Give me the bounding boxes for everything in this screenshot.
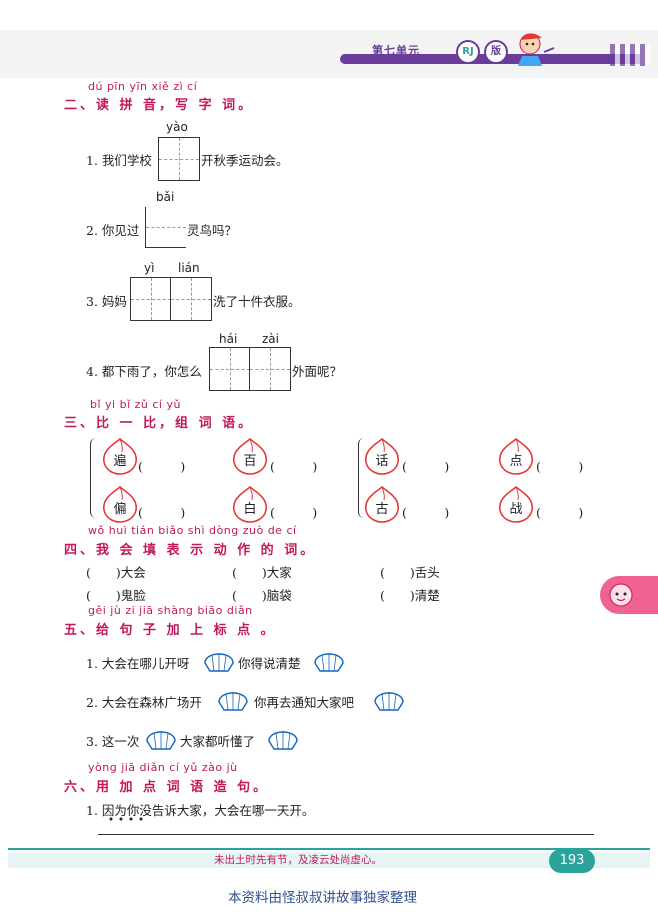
answer-box-4a[interactable]	[209, 347, 251, 391]
s5-line2a: 2. 大会在森林广场开	[86, 695, 202, 710]
s5-line1b: 你得说清楚	[238, 656, 301, 671]
verb-fill-item[interactable]: ( )舌头	[380, 565, 440, 580]
s2-item1-prefix: 1. 我们学校	[86, 153, 152, 168]
peach-char-label: 古	[375, 502, 389, 517]
answer-box-4b[interactable]	[249, 347, 291, 391]
section2-pinyin: dú pīn yīn xiě zì cí	[88, 80, 198, 93]
pinyin-zai: zài	[262, 332, 279, 346]
answer-paren[interactable]: ( )	[536, 505, 584, 520]
verb-fill-item[interactable]: ( )大家	[232, 565, 292, 580]
pinyin-lian: lián	[178, 261, 200, 275]
s5-line2b: 你再去通知大家吧	[254, 695, 355, 710]
peach-char: 百	[230, 436, 270, 476]
answer-paren[interactable]: ( )	[270, 505, 318, 520]
section5-pinyin: gěi jù zi jiā shàng biāo diǎn	[88, 604, 253, 617]
unit-title: 第七单元	[372, 44, 420, 57]
section4-pinyin: wǒ huì tián biǎo shì dòng zuò de cí	[88, 524, 297, 537]
brace-left	[90, 438, 97, 518]
answer-paren[interactable]: ( )	[138, 459, 186, 474]
mascot-icon	[518, 33, 555, 66]
peach-char: 战	[496, 484, 536, 524]
s2-item2-suffix: 灵鸟吗？	[187, 223, 238, 238]
punctuation-shell[interactable]	[202, 645, 236, 675]
answer-paren[interactable]: ( )	[402, 505, 450, 520]
verb-fill-item[interactable]: ( )脑袋	[232, 588, 292, 603]
verb-fill-item[interactable]: ( )清楚	[380, 588, 440, 603]
brace-right	[358, 438, 365, 518]
answer-paren[interactable]: ( )	[402, 459, 450, 474]
page-number: 193	[549, 849, 595, 873]
section6-heading: 六、用 加 点 词 语 造 句。	[64, 780, 270, 795]
answer-box-2[interactable]	[145, 207, 186, 248]
credit-watermark: 本资料由怪叔叔讲故事独家整理	[228, 890, 417, 906]
pinyin-hai: hái	[219, 332, 238, 346]
header-checker	[610, 44, 650, 66]
punctuation-shell[interactable]	[144, 723, 178, 753]
peach-char: 话	[362, 436, 402, 476]
emphasis-dots	[106, 817, 146, 821]
peach-char-label: 话	[375, 454, 389, 469]
punctuation-shell[interactable]	[372, 684, 406, 714]
s2-item3-prefix: 3. 妈妈	[86, 294, 127, 309]
footer-line	[8, 848, 650, 850]
peach-char-label: 百	[243, 454, 257, 469]
answer-line[interactable]	[98, 834, 594, 835]
peach-char-label: 遍	[113, 454, 127, 469]
pinyin-bai: bǎi	[156, 190, 175, 204]
s6-item1: 1. 因为你没告诉大家，大会在哪一天开。	[86, 803, 315, 818]
answer-box-1[interactable]	[158, 137, 200, 181]
s5-line3b: 大家都听懂了	[180, 734, 256, 749]
s2-item3-suffix: 洗了十件衣服。	[213, 294, 301, 309]
section4-heading: 四、我 会 填 表 示 动 作 的 词。	[64, 543, 317, 558]
answer-box-3a[interactable]	[130, 277, 172, 321]
side-tab-icon	[609, 583, 633, 607]
section6-pinyin: yòng jiā diǎn cí yǔ zào jù	[88, 761, 238, 774]
footer-motto: 未出土时先有节，及凌云处尚虚心。	[214, 854, 382, 866]
section3-heading: 三、比 一 比，组 词 语。	[64, 416, 255, 431]
answer-paren[interactable]: ( )	[270, 459, 318, 474]
peach-char: 白	[230, 484, 270, 524]
punctuation-shell[interactable]	[266, 723, 300, 753]
peach-char: 古	[362, 484, 402, 524]
s5-line1a: 1. 大会在哪儿开呀	[86, 656, 190, 671]
peach-char: 偏	[100, 484, 140, 524]
answer-box-3b[interactable]	[170, 277, 212, 321]
s5-line3a: 3. 这一次	[86, 734, 140, 749]
edition-badge: RJ	[456, 40, 480, 64]
peach-char-label: 偏	[113, 502, 127, 517]
peach-char: 遍	[100, 436, 140, 476]
peach-char-label: 点	[509, 454, 523, 469]
peach-char-label: 白	[243, 502, 257, 517]
s2-item4-prefix: 4. 都下雨了，你怎么	[86, 364, 202, 379]
answer-paren[interactable]: ( )	[138, 505, 186, 520]
section5-heading: 五、给 句 子 加 上 标 点 。	[64, 623, 277, 638]
pinyin-yao: yào	[166, 120, 188, 134]
edition-label: 版	[484, 40, 508, 64]
punctuation-shell[interactable]	[216, 684, 250, 714]
pinyin-yi: yì	[144, 261, 155, 275]
peach-char: 点	[496, 436, 536, 476]
verb-fill-item[interactable]: ( )鬼脸	[86, 588, 146, 603]
footer-band	[8, 852, 650, 868]
section2-heading: 二、读 拼 音，写 字 词。	[64, 98, 255, 113]
s2-item4-suffix: 外面呢？	[292, 364, 343, 379]
s2-item1-suffix: 开秋季运动会。	[201, 153, 289, 168]
verb-fill-item[interactable]: ( )大会	[86, 565, 146, 580]
section3-pinyin: bǐ yi bǐ zǔ cí yǔ	[90, 398, 181, 411]
s2-item2-prefix: 2. 你见过	[86, 223, 140, 238]
answer-paren[interactable]: ( )	[536, 459, 584, 474]
peach-char-label: 战	[509, 502, 523, 517]
punctuation-shell[interactable]	[312, 645, 346, 675]
